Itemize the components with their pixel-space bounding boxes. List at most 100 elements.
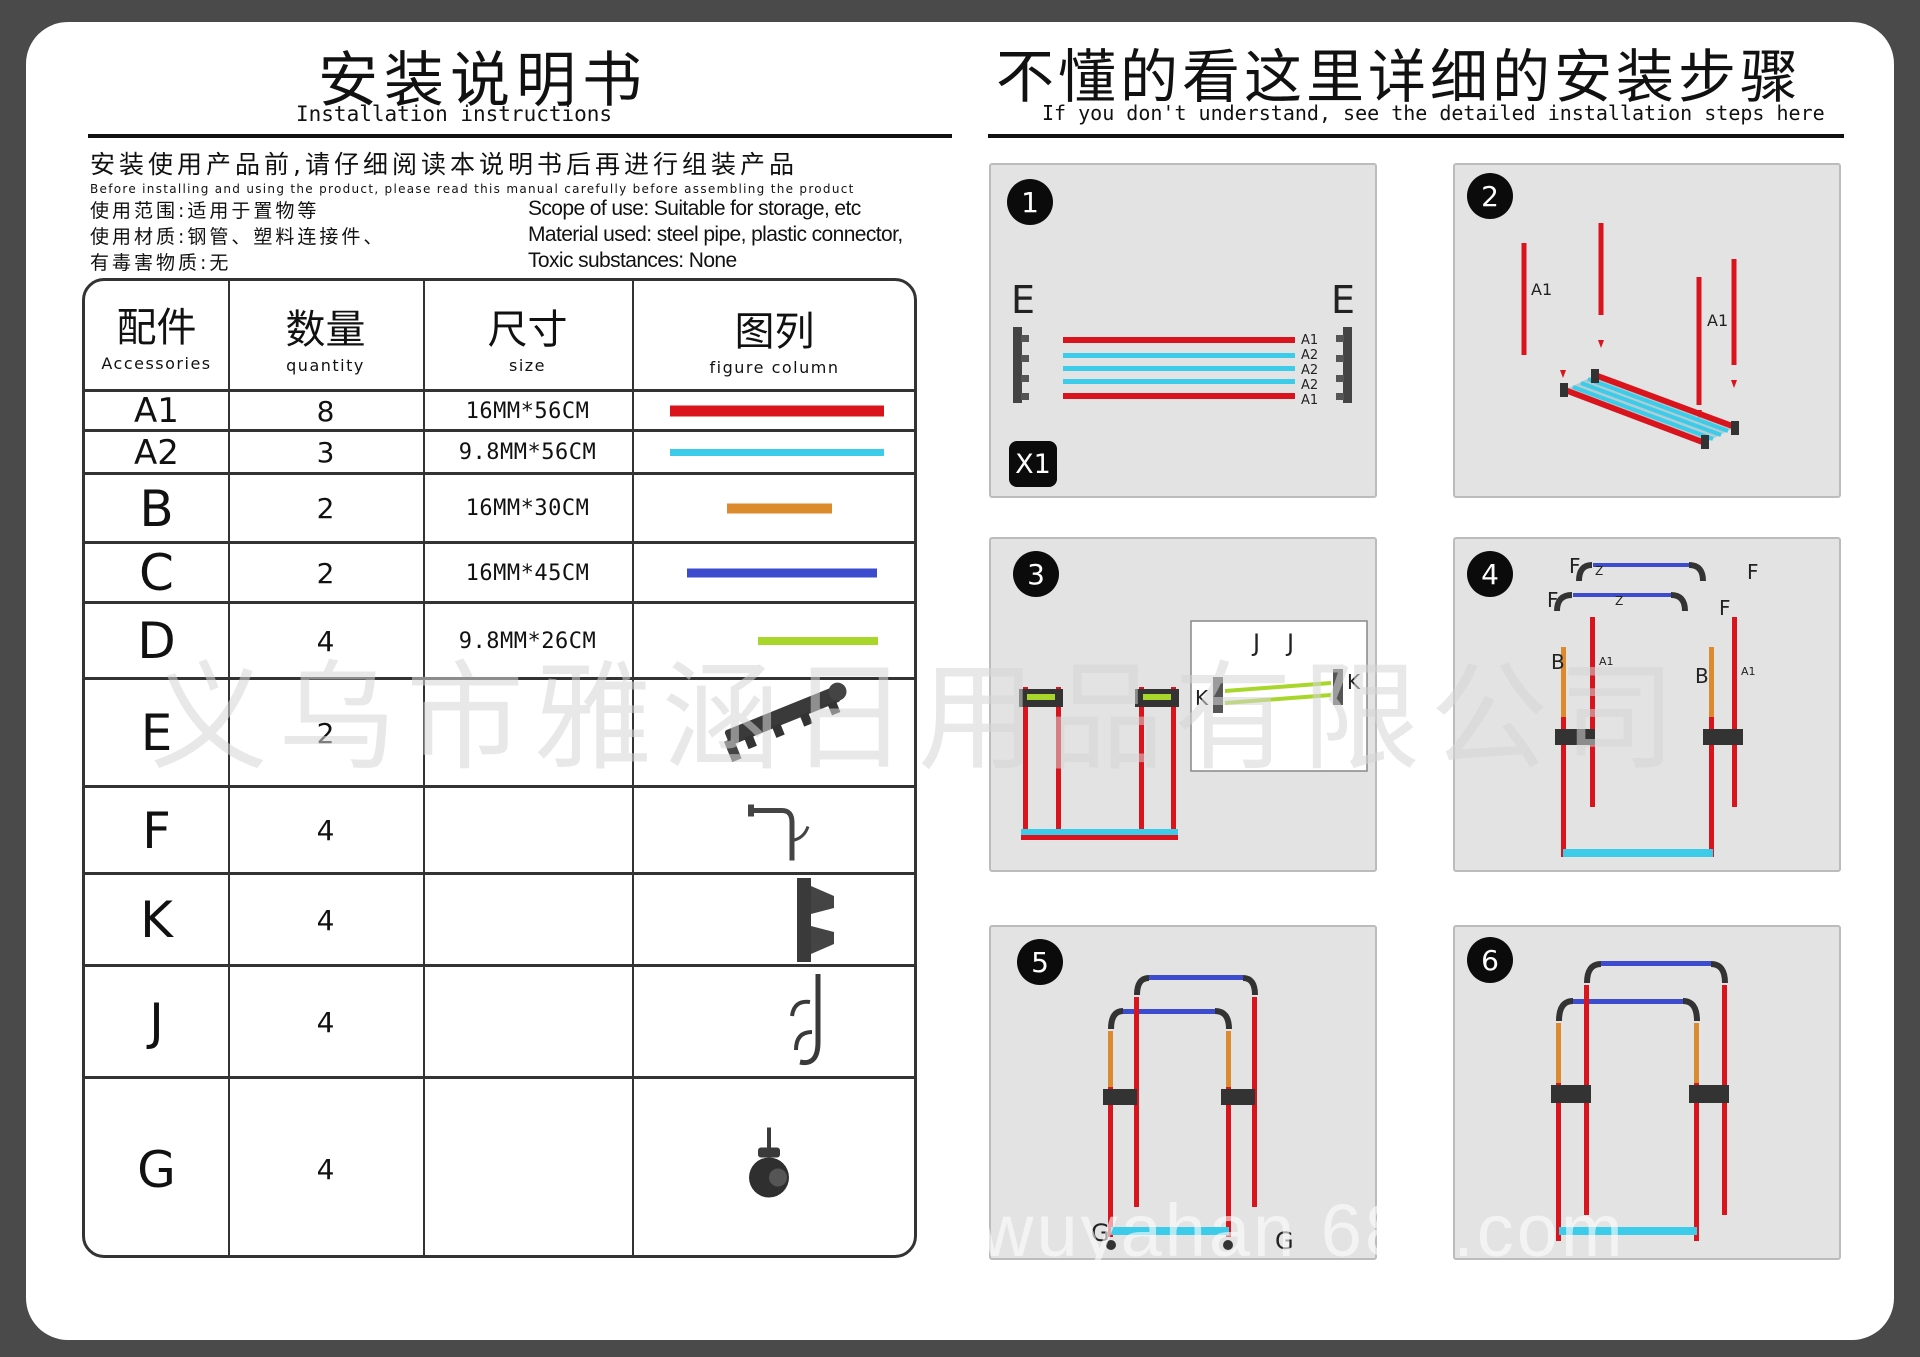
row-divider [85,1076,914,1079]
step-number-badge: 2 [1467,173,1513,219]
figure-caster [749,1127,789,1198]
tube-swatch [687,568,877,578]
accessory-quantity: 4 [316,1153,335,1186]
tube-a2 [1063,379,1295,384]
label-a1: A1 [1599,655,1614,668]
tube-swatch [670,405,884,417]
row-divider [85,872,914,875]
row-divider [85,429,914,432]
accessory-size: 9.8MM*26CM [458,628,597,654]
header-figure-cn: 图列 [734,309,815,355]
row-divider [85,677,914,680]
step-number-badge: 1 [1007,179,1053,225]
left-title-cn: 安装说明书 [318,46,648,116]
label-g: G [1091,1219,1110,1247]
figure-bar [758,637,878,645]
step-6-illustration [1551,961,1729,1241]
accessory-size: 16MM*45CM [465,560,590,586]
accessory-quantity: 2 [316,716,335,750]
accessory-id: D [137,612,176,670]
label-j: J [1285,629,1294,657]
label-a1: A1 [1531,280,1552,299]
accessories-table: 配件 Accessories 数量 quantity 尺寸 size 图列 fi… [82,278,917,1258]
col-divider [228,281,230,1255]
step-4-illustration: Z Z F F F F B B A1 A1 [1547,554,1759,857]
label-a2: A2 [1301,378,1318,393]
row-divider [85,964,914,967]
step-number-badge: 3 [1013,551,1059,597]
label-k: K [1347,670,1361,694]
accessory-quantity: 3 [316,436,335,469]
tube-swatch [727,503,832,514]
header-accessories-cn: 配件 [116,305,197,351]
label-a1: A1 [1301,393,1318,408]
label-a1: A1 [1301,333,1318,348]
step-5-illustration: G G [1091,975,1294,1255]
header-quantity-en: quantity [286,356,365,375]
accessory-size: 16MM*30CM [465,496,590,521]
accessory-id: G [137,1140,176,1199]
tube-swatch [670,449,884,456]
scope-cn: 使用范围:适用于置物等 [90,200,320,222]
accessory-size: 16MM*56CM [465,398,590,424]
step-number-badge: 5 [1017,939,1063,985]
label-a2: A2 [1301,363,1318,378]
figure-connector-rail [724,682,847,763]
accessory-size [423,787,632,874]
tube-a1 [1063,337,1295,343]
step-2-illustration: A1 A1 [1521,223,1739,449]
accessory-quantity: 2 [316,492,335,525]
company-watermark: 义乌市雅涵日用品有限公司 [150,649,1687,787]
figure-hook-elbow [748,804,810,861]
accessory-id: K [140,891,173,949]
accessory-id: E [140,704,173,762]
label-a1: A1 [1741,665,1756,678]
label-z: Z [1595,564,1603,578]
left-title-en: Installation instructions [296,102,613,126]
accessory-quantity: 4 [316,624,335,658]
step-3-illustration: J J K K [1019,620,1368,840]
col-divider [632,281,634,1255]
step-panel-3: 3 J J K K [989,537,1377,872]
step-panel-5: 5 G G [989,925,1377,1260]
header-size-cn: 尺寸 [487,307,568,353]
accessory-quantity: 4 [316,1005,335,1039]
accessory-id: A2 [134,432,179,473]
label-e: E [1011,278,1035,322]
accessory-quantity: 4 [316,814,335,847]
label-f: F [1569,554,1581,578]
count-badge [1009,441,1057,487]
header-figure-en: figure column [709,358,840,377]
label-k: K [1195,686,1209,710]
toxic-en: Toxic substances: None [528,249,737,272]
tube-a2 [1063,353,1295,358]
accessory-id: C [139,544,174,602]
tube-a2 [1063,366,1295,371]
step-number-badge: 4 [1467,551,1513,597]
figure-double-hook [790,974,821,1066]
label-b: B [1695,664,1709,688]
step-panel-6: 6 [1453,925,1841,1260]
intro-cn: 安装使用产品前,请仔细阅读本说明书后再进行组装产品 [90,150,798,179]
accessory-quantity: 4 [316,903,335,937]
row-divider [85,541,914,544]
row-divider [85,785,914,788]
figure-bar [727,503,832,514]
label-g: G [1275,1227,1294,1255]
row-divider [85,472,914,475]
accessory-quantity: 2 [316,556,335,590]
url-watermark: wuyahan 688.com [980,1189,1626,1272]
step-1-illustration: E E A1 A2 A2 A2 A1 X1 [1009,278,1355,487]
connector-rail-left [1013,327,1029,403]
tube-swatch [758,637,878,645]
figure-bar [670,405,884,417]
label-a1: A1 [1707,311,1728,330]
label-j: J [1251,629,1260,657]
header-quantity-cn: 数量 [285,307,366,353]
count-badge-text: X1 [1015,449,1051,480]
accessory-size [423,1078,632,1255]
right-title-cn: 不懂的看这里详细的安装步骤 [996,43,1803,111]
accessory-id: B [139,479,174,538]
accessory-size: 9.8MM*56CM [458,440,597,465]
accessory-id: A1 [134,391,179,431]
